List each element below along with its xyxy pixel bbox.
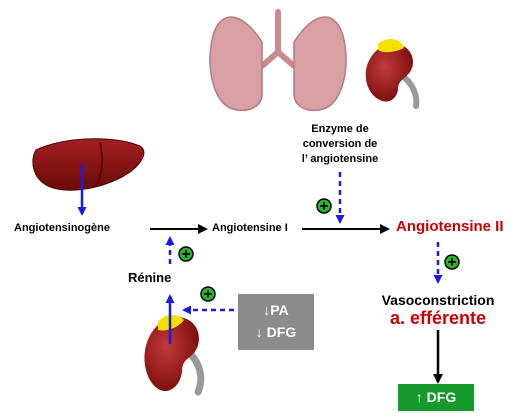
stimulus-pa: ↓PA (263, 302, 289, 318)
enzyme-line-3: l’ angiotensine (301, 153, 379, 165)
label-renine: Rénine (128, 270, 172, 285)
label-angiotensine-1: Angiotensine I (212, 222, 288, 234)
lungs-icon (209, 9, 347, 112)
enzyme-line-2: conversion de (302, 138, 378, 150)
plus-badge-icon (444, 254, 460, 270)
label-arteriole: a. efférente (389, 308, 487, 328)
liver-icon (32, 138, 145, 191)
kidney-icon (144, 314, 205, 396)
stimulus-dfg: ↓ DFG (255, 324, 297, 340)
plus-badge-icon (200, 286, 216, 302)
label-angiotensinogene: Angiotensinogène (14, 222, 110, 234)
label-vasoconstriction: Vasoconstriction (381, 292, 495, 308)
enzyme-line-1: Enzyme de (311, 123, 369, 135)
kidney-icon (365, 39, 420, 109)
label-enzyme: Enzyme de conversion de l’ angiotensine (300, 122, 380, 167)
stimulus-box: ↓PA ↓ DFG (238, 294, 314, 350)
result-dfg-box: ↑ DFG (398, 384, 474, 411)
plus-badge-icon (178, 246, 194, 262)
plus-badge-icon (316, 198, 332, 214)
label-angiotensine-2: Angiotensine II (396, 218, 504, 235)
